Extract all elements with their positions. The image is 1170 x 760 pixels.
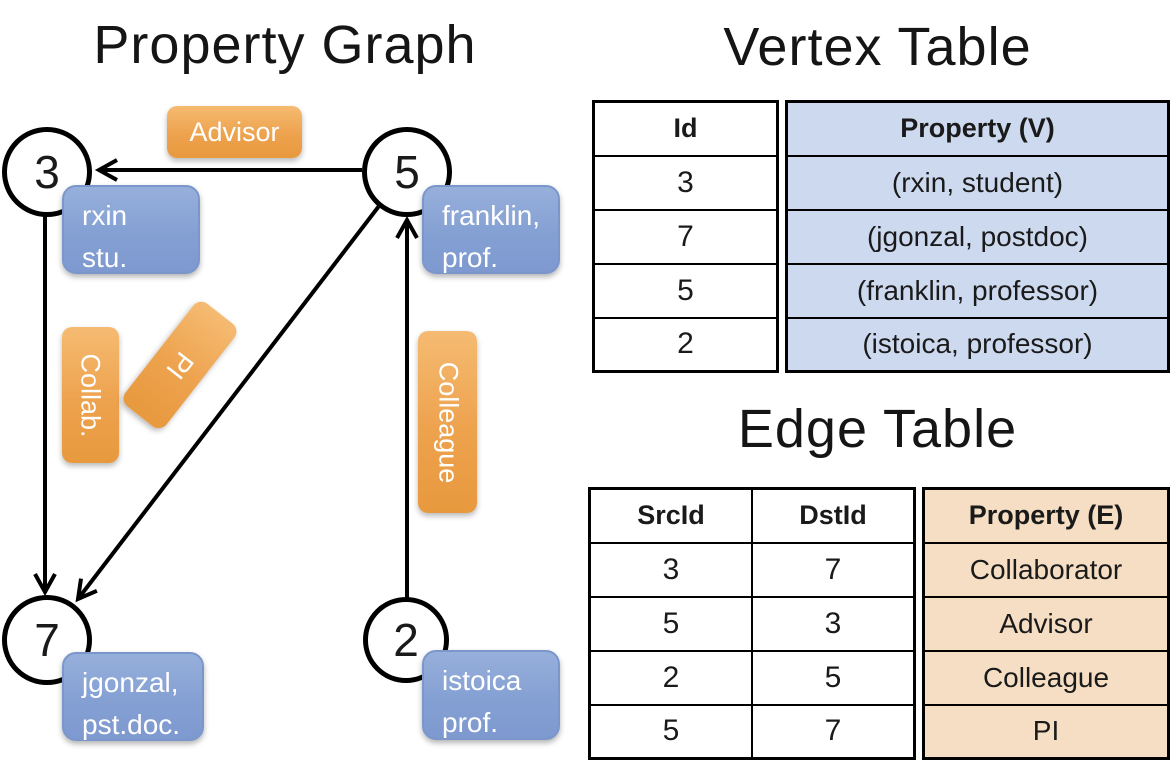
vertex-property-cell: (istoica, professor) [785, 316, 1170, 373]
edge-src-cell: 5 [588, 595, 753, 652]
vertex-box-franklin: franklin, prof. [422, 185, 560, 274]
vertex-table-property-column: Property (V) (rxin, student) (jgonzal, p… [785, 100, 1170, 373]
edge-srcid-header: SrcId [588, 487, 753, 544]
edge-label-collab: Collab. [62, 327, 119, 463]
vertex-box-line2: prof. [442, 242, 499, 273]
edge-property-cell: Advisor [922, 595, 1170, 652]
vertex-table-id-column: Id 3 7 5 2 [592, 100, 779, 373]
vertex-box-line1: istoica [442, 665, 522, 696]
edge-dstid-header: DstId [751, 487, 916, 544]
vertex-id-cell: 7 [592, 208, 779, 265]
node-id-label: 5 [394, 146, 420, 198]
edge-src-cell: 2 [588, 649, 753, 706]
edge-property-header: Property (E) [922, 487, 1170, 544]
vertex-id-header: Id [592, 100, 779, 157]
edge-label-text: Collab. [76, 352, 107, 438]
edge-property-cell: Colleague [922, 649, 1170, 706]
vertex-property-header: Property (V) [785, 100, 1170, 157]
edge-table-title: Edge Table [737, 399, 1018, 459]
edge-src-cell: 3 [588, 541, 753, 598]
edge-label-text: PI [160, 346, 201, 385]
edge-src-cell: 5 [588, 703, 753, 760]
graph-node-2: 2 [363, 597, 449, 683]
vertex-box-line1: franklin, [442, 200, 541, 231]
edge-pi-arrow [75, 204, 381, 603]
vertex-property-cell: (rxin, student) [785, 154, 1170, 211]
vertex-id-cell: 3 [592, 154, 779, 211]
vertex-box-rxin: rxin stu. [62, 185, 200, 274]
vertex-box-istoica: istoica prof. [422, 650, 560, 740]
vertex-id-cell: 2 [592, 316, 779, 373]
vertex-box-line1: jgonzal, [82, 667, 179, 698]
vertex-box-line2: pst.doc. [82, 709, 181, 740]
edge-label-text: Colleague [433, 361, 463, 483]
edge-dst-cell: 7 [751, 703, 916, 760]
edge-label-advisor: Advisor [167, 106, 302, 158]
vertex-box-jgonzal: jgonzal, pst.doc. [62, 652, 204, 741]
vertex-property-cell: (jgonzal, postdoc) [785, 208, 1170, 265]
property-graph-title: Property Graph [93, 15, 477, 75]
edge-label-text: Advisor [189, 116, 280, 147]
vertex-property-cell: (franklin, professor) [785, 262, 1170, 319]
edge-dst-cell: 3 [751, 595, 916, 652]
edge-table-id-columns: SrcId DstId 3 7 5 3 2 5 5 7 [588, 487, 916, 760]
vertex-id-cell: 5 [592, 262, 779, 319]
edge-label-colleague: Colleague [418, 331, 477, 513]
node-id-label: 2 [393, 614, 419, 666]
node-id-label: 7 [34, 614, 60, 666]
edge-dst-cell: 7 [751, 541, 916, 598]
edge-property-cell: PI [922, 703, 1170, 760]
graph-edges [33, 158, 419, 603]
edge-property-cell: Collaborator [922, 541, 1170, 598]
vertex-box-line1: rxin [82, 200, 128, 231]
vertex-table-title: Vertex Table [723, 17, 1032, 77]
vertex-box-line2: stu. [82, 242, 128, 273]
vertex-box-line2: prof. [442, 707, 499, 738]
edge-table-property-column: Property (E) Collaborator Advisor Collea… [922, 487, 1170, 760]
node-id-label: 3 [34, 146, 60, 198]
edge-dst-cell: 5 [751, 649, 916, 706]
